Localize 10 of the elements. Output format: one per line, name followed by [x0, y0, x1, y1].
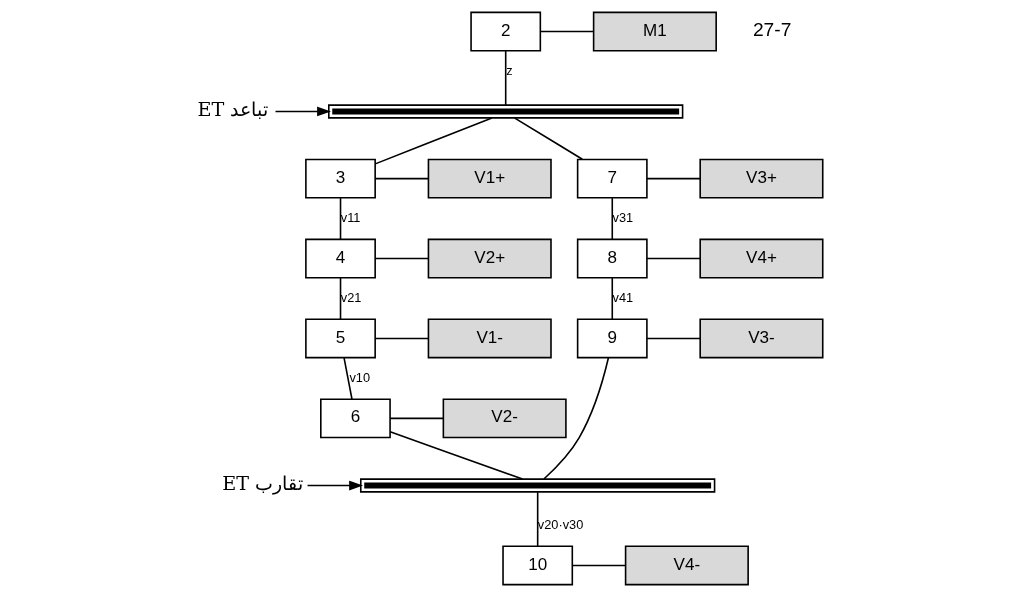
- label: 27-7: [752, 19, 792, 41]
- edge-label: v21: [340, 289, 362, 305]
- edge-label: v11: [340, 209, 361, 225]
- node-text: ET تقارب: [222, 472, 304, 496]
- edge-label: v31: [612, 209, 634, 225]
- node-text: ET تباعد: [197, 98, 269, 122]
- edge-label: v41: [612, 289, 634, 305]
- edge-label: v10: [349, 369, 370, 385]
- edge-label: z: [506, 62, 513, 78]
- edge-label: v20·v30: [537, 516, 584, 532]
